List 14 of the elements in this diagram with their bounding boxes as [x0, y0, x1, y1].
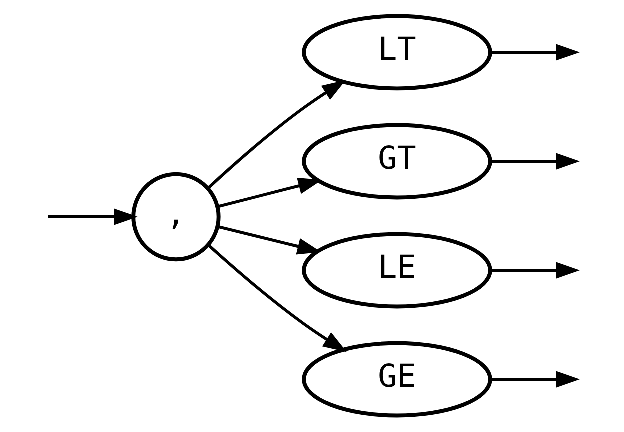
arrow	[207, 80, 346, 190]
arrow	[490, 371, 580, 388]
arrow	[218, 178, 322, 208]
node-ellipse: LE	[302, 232, 492, 309]
node-ellipse: GE	[302, 341, 492, 418]
node-ellipse: GT	[302, 123, 492, 200]
arrow	[490, 44, 580, 61]
arrow	[490, 262, 580, 279]
arrow	[218, 225, 322, 255]
arrow	[490, 153, 580, 170]
arrow	[208, 244, 348, 352]
node-ellipse: LT	[302, 14, 492, 91]
arrow	[48, 208, 138, 226]
node-circle: ,	[132, 172, 221, 262]
